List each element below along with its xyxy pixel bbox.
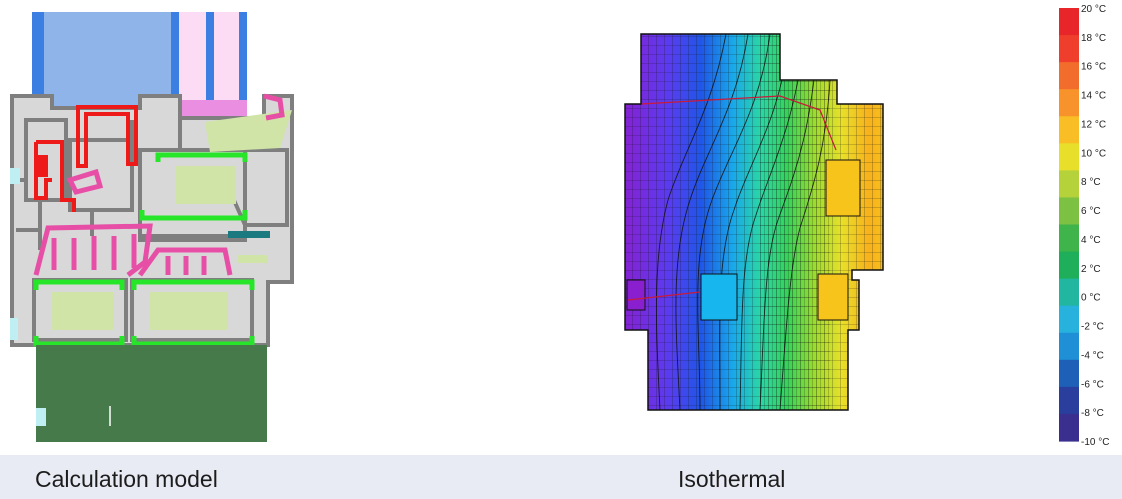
- red-clip: [34, 140, 76, 212]
- legend-label: 4 °C: [1081, 235, 1101, 246]
- legend-swatch: [1059, 170, 1079, 199]
- iso-cavity-3: [825, 159, 861, 217]
- light-cavity-3: [150, 292, 228, 330]
- spacer-blue-2: [206, 12, 214, 122]
- cyan-block-2: [10, 318, 18, 340]
- figure-canvas: 20 °C 18 °C 16 °C 14 °C 12 °C 10 °C 8 °C 6 °C 4 …: [10, 4, 1109, 448]
- legend-label: 8 °C: [1081, 177, 1101, 188]
- legend-label: -6 °C: [1081, 379, 1104, 390]
- legend-swatch: [1059, 197, 1079, 226]
- red-profile: [76, 105, 138, 168]
- legend-swatch: [1059, 305, 1079, 334]
- teal-bar: [228, 231, 270, 238]
- cyan-block-1: [10, 168, 20, 184]
- green-gaskets: [33, 152, 255, 347]
- legend-label: -4 °C: [1081, 350, 1104, 361]
- legend-label: 14 °C: [1081, 91, 1106, 102]
- legend-swatch: [1059, 224, 1079, 253]
- legend-label: 18 °C: [1081, 33, 1106, 44]
- light-cavity-1: [176, 166, 236, 204]
- legend-label: -10 °C: [1081, 437, 1109, 448]
- legend-label: 6 °C: [1081, 206, 1101, 217]
- wall-cyan-block: [36, 408, 46, 426]
- legend-swatch: [1059, 8, 1079, 36]
- caption-calculation-model: Calculation model: [35, 466, 218, 492]
- legend-swatch: [1059, 116, 1079, 144]
- legend-swatch: [1059, 89, 1079, 117]
- temperature-legend: 20 °C 18 °C 16 °C 14 °C 12 °C 10 °C 8 °C 6 °C 4 …: [1059, 4, 1109, 448]
- wall: [36, 345, 267, 442]
- iso-cavity-2: [817, 273, 849, 321]
- iso-cavity-1: [700, 273, 738, 321]
- legend-swatch: [1059, 251, 1079, 280]
- legend-label: -2 °C: [1081, 322, 1104, 333]
- spacer-blue-1: [171, 12, 179, 122]
- legend-label: 16 °C: [1081, 62, 1106, 73]
- legend-swatch: [1059, 62, 1079, 90]
- spacer-blue-3: [239, 12, 247, 122]
- legend-label: 0 °C: [1081, 293, 1101, 304]
- pink-insulation: [33, 93, 285, 277]
- legend-label: 2 °C: [1081, 264, 1101, 275]
- calculation-model: [10, 12, 294, 442]
- iso-outline: [624, 33, 884, 411]
- legend-label: 10 °C: [1081, 148, 1106, 159]
- iso-cavity-4: [626, 279, 646, 311]
- legend-swatch: [1059, 359, 1079, 388]
- legend-label: 12 °C: [1081, 119, 1106, 130]
- legend-swatch: [1059, 413, 1079, 442]
- light-cavity-4: [238, 255, 268, 263]
- legend-swatch: [1059, 278, 1079, 307]
- red-block: [34, 155, 48, 177]
- legend-label: 20 °C: [1081, 4, 1106, 15]
- light-bead: [205, 110, 292, 152]
- pink-seal: [179, 100, 247, 118]
- legend-swatch: [1059, 35, 1079, 63]
- isothermal-plot: [624, 33, 884, 411]
- legend-swatch: [1059, 386, 1079, 415]
- light-cavity-2: [52, 292, 114, 330]
- legend-swatch: [1059, 332, 1079, 361]
- caption-bar: [0, 455, 1122, 499]
- legend-swatch: [1059, 143, 1079, 171]
- legend-label: -8 °C: [1081, 408, 1104, 419]
- caption-isothermal: Isothermal: [678, 466, 786, 492]
